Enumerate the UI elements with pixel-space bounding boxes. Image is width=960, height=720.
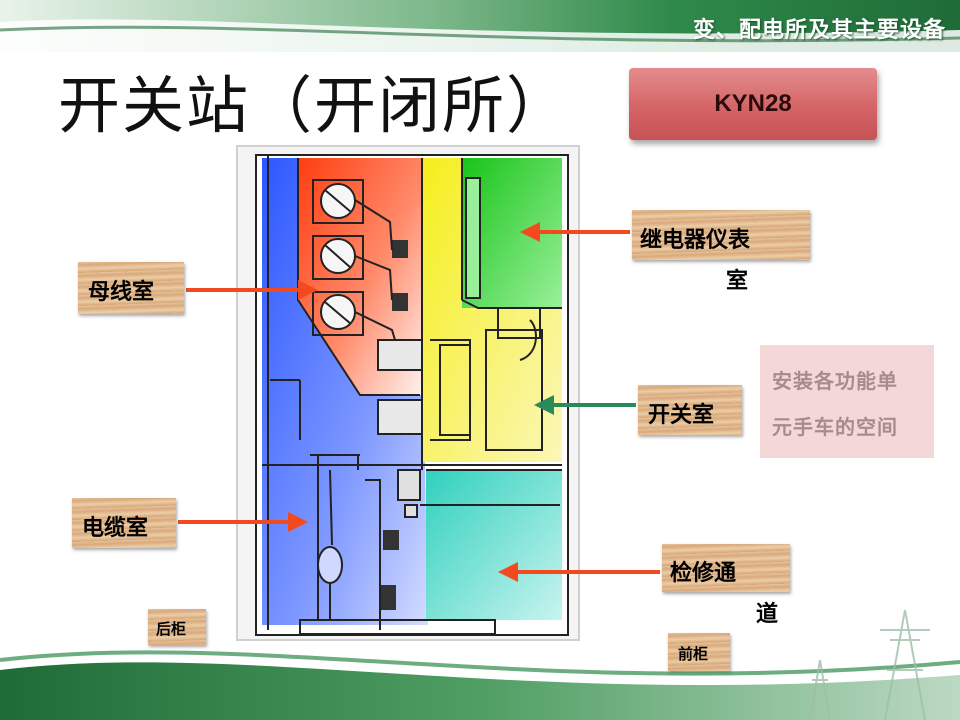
maintenance-label-box: 检修通 [662,544,790,592]
busbar-room-label-box: 母线室 [78,262,184,314]
relay-room-label-line1: 继电器仪表 [640,222,750,254]
maintenance-zone [426,470,562,620]
switch-room-label-box: 开关室 [638,385,742,435]
switch-room-label: 开关室 [648,397,714,429]
arrow-switch-room [534,395,636,415]
cable-room-label-box: 电缆室 [72,498,176,548]
maintenance-label-line1: 检修通 [670,555,736,587]
footer-band [0,600,960,720]
relay-room-label-line2: 室 [726,263,748,295]
relay-room-label-box: 继电器仪表 [632,210,810,260]
handcart-space-note: 安装各功能单 元手车的空间 [760,345,934,458]
busbar-room-label: 母线室 [88,274,154,306]
note-line2: 元手车的空间 [772,411,898,440]
cable-room-label: 电缆室 [82,510,148,542]
note-line1: 安装各功能单 [772,365,898,394]
